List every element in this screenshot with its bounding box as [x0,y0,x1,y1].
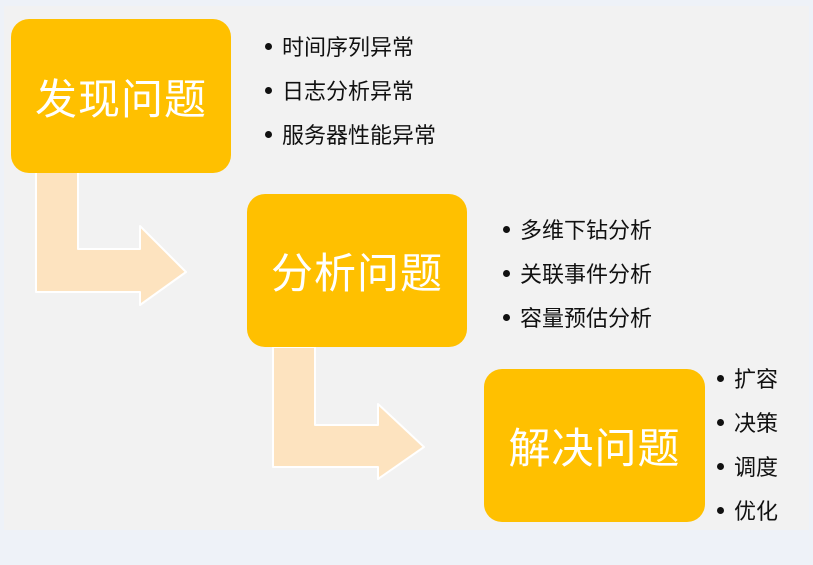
bullet-icon [265,86,272,94]
step-title-analyze: 分析问题 [270,249,443,298]
bullet-icon [265,42,272,50]
step-title-discover: 发现问题 [34,74,207,124]
analyze-item-list: 多维下钻分析 关联事件分析 容量预估分析 [503,207,652,339]
step-box-solve: 解决问题 [484,369,705,522]
bullet-icon [717,506,724,514]
list-item: 优化 [717,488,778,532]
list-item: 容量预估分析 [503,295,652,339]
bullet-icon [717,462,724,470]
list-item: 日志分析异常 [265,68,436,112]
step-box-discover: 发现问题 [11,19,231,173]
discover-item-list: 时间序列异常 日志分析异常 服务器性能异常 [265,24,436,156]
bullet-icon [503,269,510,277]
list-item: 调度 [717,444,778,488]
list-item: 服务器性能异常 [265,112,436,156]
list-item: 多维下钻分析 [503,207,652,251]
step-box-analyze: 分析问题 [247,194,467,347]
bent-arrow-1 [35,171,187,306]
step-title-solve: 解决问题 [508,424,681,473]
list-item: 时间序列异常 [265,24,436,68]
list-item: 扩容 [717,356,778,400]
bullet-icon [503,313,510,321]
bent-arrow-2 [272,346,425,480]
list-item: 关联事件分析 [503,251,652,295]
bullet-icon [265,130,272,138]
bullet-icon [717,418,724,426]
bullet-icon [503,225,510,233]
bullet-icon [717,374,724,382]
solve-item-list: 扩容 决策 调度 优化 [717,356,778,532]
list-item: 决策 [717,400,778,444]
